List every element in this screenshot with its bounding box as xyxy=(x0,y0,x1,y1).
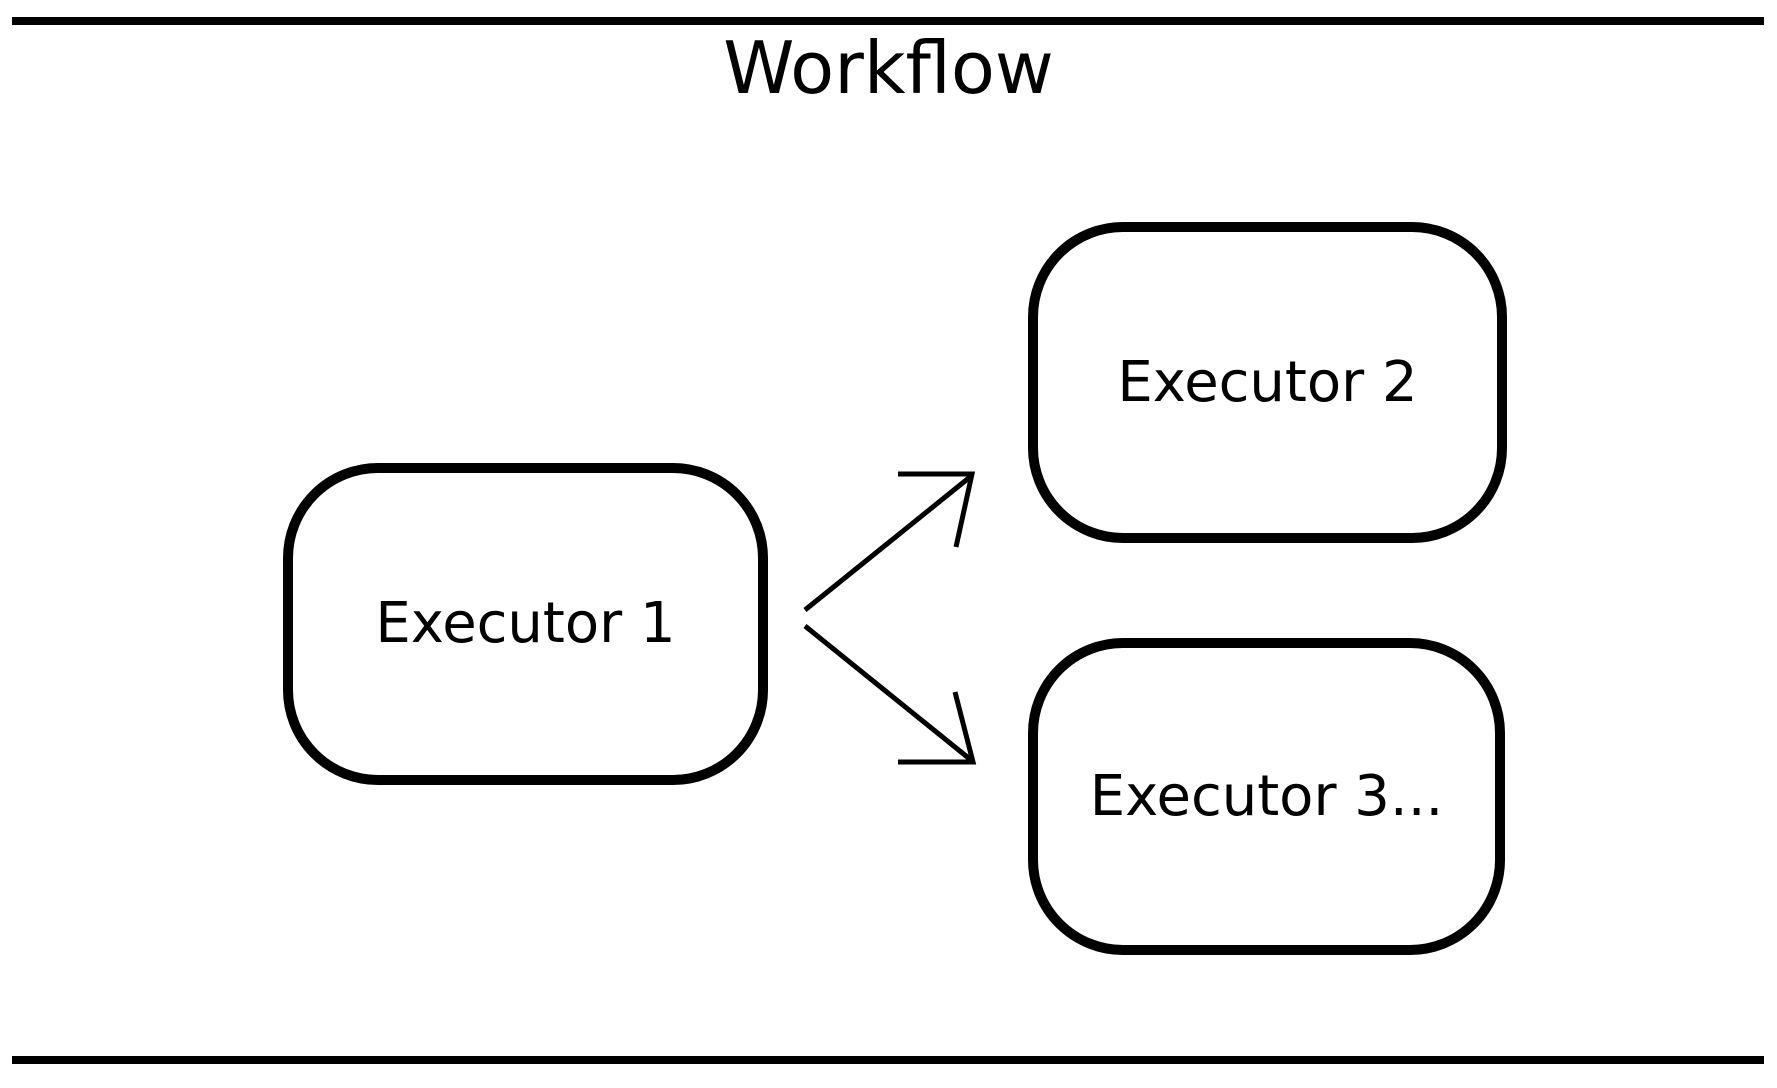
node-executor-3-label: Executor 3... xyxy=(1089,763,1444,829)
node-executor-2: Executor 2 xyxy=(1028,222,1507,543)
arrow-executor1-to-executor3-icon xyxy=(803,624,977,765)
arrow-executor1-to-executor2-icon xyxy=(803,471,976,612)
node-executor-2-label: Executor 2 xyxy=(1117,349,1418,415)
node-executor-1-label: Executor 1 xyxy=(375,591,676,656)
top-border-line xyxy=(12,17,1764,25)
bottom-border-line xyxy=(12,1056,1764,1064)
node-executor-3: Executor 3... xyxy=(1028,638,1505,955)
diagram-title: Workflow xyxy=(723,26,1054,110)
node-executor-1: Executor 1 xyxy=(283,463,768,785)
